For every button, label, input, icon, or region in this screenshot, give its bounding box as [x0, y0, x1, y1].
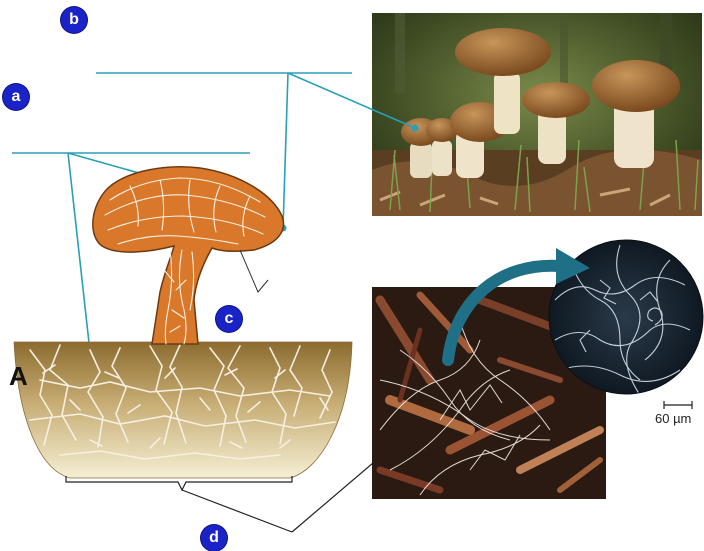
mushroom-photo [372, 13, 702, 216]
mushroom-illustration [93, 167, 284, 344]
soil-mycelium [14, 342, 352, 478]
label-a: a [12, 88, 21, 106]
panel-label-A: A [9, 361, 28, 392]
label-c-badge: c [216, 306, 242, 332]
label-d-badge: d [201, 525, 227, 551]
scale-bar-label: 60 µm [655, 411, 691, 426]
label-b: b [69, 11, 79, 29]
label-b-badge: b [61, 7, 87, 33]
label-d: d [209, 529, 219, 547]
scale-bar [664, 401, 692, 409]
label-c: c [225, 310, 234, 328]
label-a-badge: a [3, 84, 29, 110]
